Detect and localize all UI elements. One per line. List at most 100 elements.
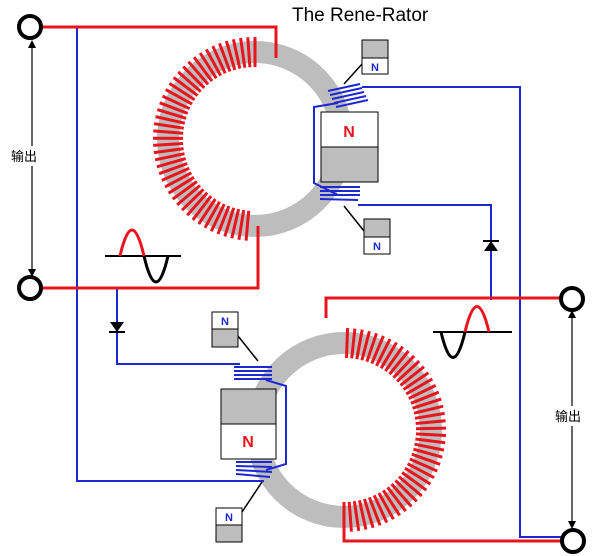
winding-turn bbox=[171, 180, 198, 201]
winding-turn bbox=[405, 377, 434, 396]
bottom-right-lead bbox=[342, 517, 561, 543]
winding-turn bbox=[153, 129, 184, 135]
terminal-mid-left[interactable] bbox=[17, 275, 43, 301]
winding-turn bbox=[155, 115, 186, 125]
terminal-bottom-right[interactable] bbox=[560, 528, 586, 554]
diode-bottom-left bbox=[109, 322, 125, 333]
winding-turn bbox=[382, 489, 401, 517]
sine-wave-left bbox=[105, 228, 181, 284]
secondary-wiring bbox=[76, 27, 576, 538]
winding-turn bbox=[392, 354, 416, 379]
winding-turn bbox=[363, 498, 375, 529]
small-magnet-bottom-lower: N bbox=[215, 481, 263, 543]
winding-turn bbox=[404, 466, 432, 486]
winding-turn bbox=[164, 88, 193, 106]
winding-turn bbox=[168, 82, 196, 102]
small-magnet-bottom-upper-label: N bbox=[221, 316, 229, 328]
bottom-upper-secondary-coil bbox=[234, 366, 272, 380]
winding-turn bbox=[414, 442, 445, 452]
winding-turn bbox=[370, 335, 385, 365]
winding-turn bbox=[231, 38, 242, 69]
winding-turn bbox=[209, 203, 226, 232]
winding-turn bbox=[399, 365, 425, 387]
small-magnet-top-right: N bbox=[343, 39, 389, 85]
winding-turn bbox=[182, 65, 206, 89]
winding-turn bbox=[408, 384, 437, 400]
winding-turn bbox=[415, 437, 446, 445]
winding-turn bbox=[360, 330, 371, 361]
winding-turn bbox=[186, 191, 209, 217]
winding-turn bbox=[345, 328, 350, 359]
winding-turn bbox=[394, 479, 418, 503]
winding-turn bbox=[358, 499, 368, 530]
winding-turn bbox=[347, 501, 353, 532]
winding-turn bbox=[415, 432, 446, 437]
right-output-wire bbox=[362, 86, 576, 538]
small-magnet-bottom-upper: N bbox=[211, 311, 259, 362]
winding-turn bbox=[187, 60, 210, 86]
left-return-wire bbox=[76, 27, 264, 482]
winding-turn bbox=[379, 341, 398, 370]
winding-turn bbox=[237, 209, 246, 240]
winding-turn bbox=[156, 108, 187, 120]
winding-turn bbox=[239, 37, 247, 68]
terminal-mid-right[interactable] bbox=[559, 286, 585, 312]
mid-right-lead bbox=[324, 296, 560, 318]
bottom-lower-secondary-coil bbox=[235, 461, 273, 478]
top-diode-wire bbox=[358, 204, 492, 300]
winding-turn bbox=[180, 188, 205, 212]
winding-turn bbox=[397, 475, 423, 498]
diagram-title: The Rene-Rator bbox=[292, 5, 429, 26]
winding-turn bbox=[412, 397, 442, 410]
winding-turn bbox=[176, 184, 201, 207]
winding-turn bbox=[177, 70, 202, 93]
small-magnet-bottom-lower-label: N bbox=[225, 512, 233, 524]
winding-turn bbox=[372, 494, 389, 524]
diode-top-right bbox=[483, 240, 499, 251]
winding-turn bbox=[161, 166, 190, 182]
winding-turn bbox=[164, 171, 193, 189]
winding-turn bbox=[153, 122, 185, 130]
top-toroid-primary-winding bbox=[152, 37, 257, 241]
winding-turn bbox=[415, 419, 446, 425]
winding-turn bbox=[411, 452, 441, 466]
winding-turn bbox=[365, 332, 378, 363]
terminal-top-left[interactable] bbox=[17, 14, 43, 40]
winding-turn bbox=[367, 496, 382, 526]
winding-turn bbox=[390, 483, 413, 508]
winding-turn bbox=[406, 462, 435, 480]
winding-turn bbox=[198, 52, 218, 80]
winding-turn bbox=[402, 371, 430, 391]
winding-turn bbox=[246, 37, 252, 68]
bottom-toroid-primary-winding bbox=[342, 328, 447, 532]
bottom-magnet-loop bbox=[265, 379, 287, 471]
winding-turn bbox=[153, 147, 184, 155]
winding-turn bbox=[224, 40, 237, 71]
bottom-diode-wire bbox=[116, 289, 240, 365]
winding-turn bbox=[410, 390, 440, 405]
winding-turn bbox=[377, 492, 395, 520]
winding-turn bbox=[158, 162, 188, 176]
winding-turn bbox=[216, 205, 231, 235]
winding-turn bbox=[415, 426, 447, 431]
top-left-lead bbox=[42, 25, 278, 58]
winding-turn bbox=[352, 500, 361, 532]
winding-turn bbox=[211, 45, 227, 75]
winding-turn bbox=[409, 457, 438, 473]
winding-turn bbox=[192, 56, 214, 83]
top-upper-secondary-coil bbox=[327, 83, 369, 108]
winding-turn bbox=[350, 328, 357, 359]
small-magnet-top-lower: N bbox=[343, 205, 391, 255]
winding-turn bbox=[159, 101, 189, 115]
winding-turn bbox=[161, 94, 191, 111]
winding-turn bbox=[191, 195, 213, 221]
top-lower-secondary-coil bbox=[319, 186, 360, 201]
small-magnet-top-right-label: N bbox=[371, 62, 379, 74]
winding-turn bbox=[203, 200, 221, 229]
winding-turn bbox=[167, 176, 195, 195]
winding-turn bbox=[223, 207, 236, 237]
winding-turn bbox=[154, 152, 185, 162]
sine-wave-right bbox=[433, 305, 512, 359]
winding-turn bbox=[412, 447, 443, 459]
